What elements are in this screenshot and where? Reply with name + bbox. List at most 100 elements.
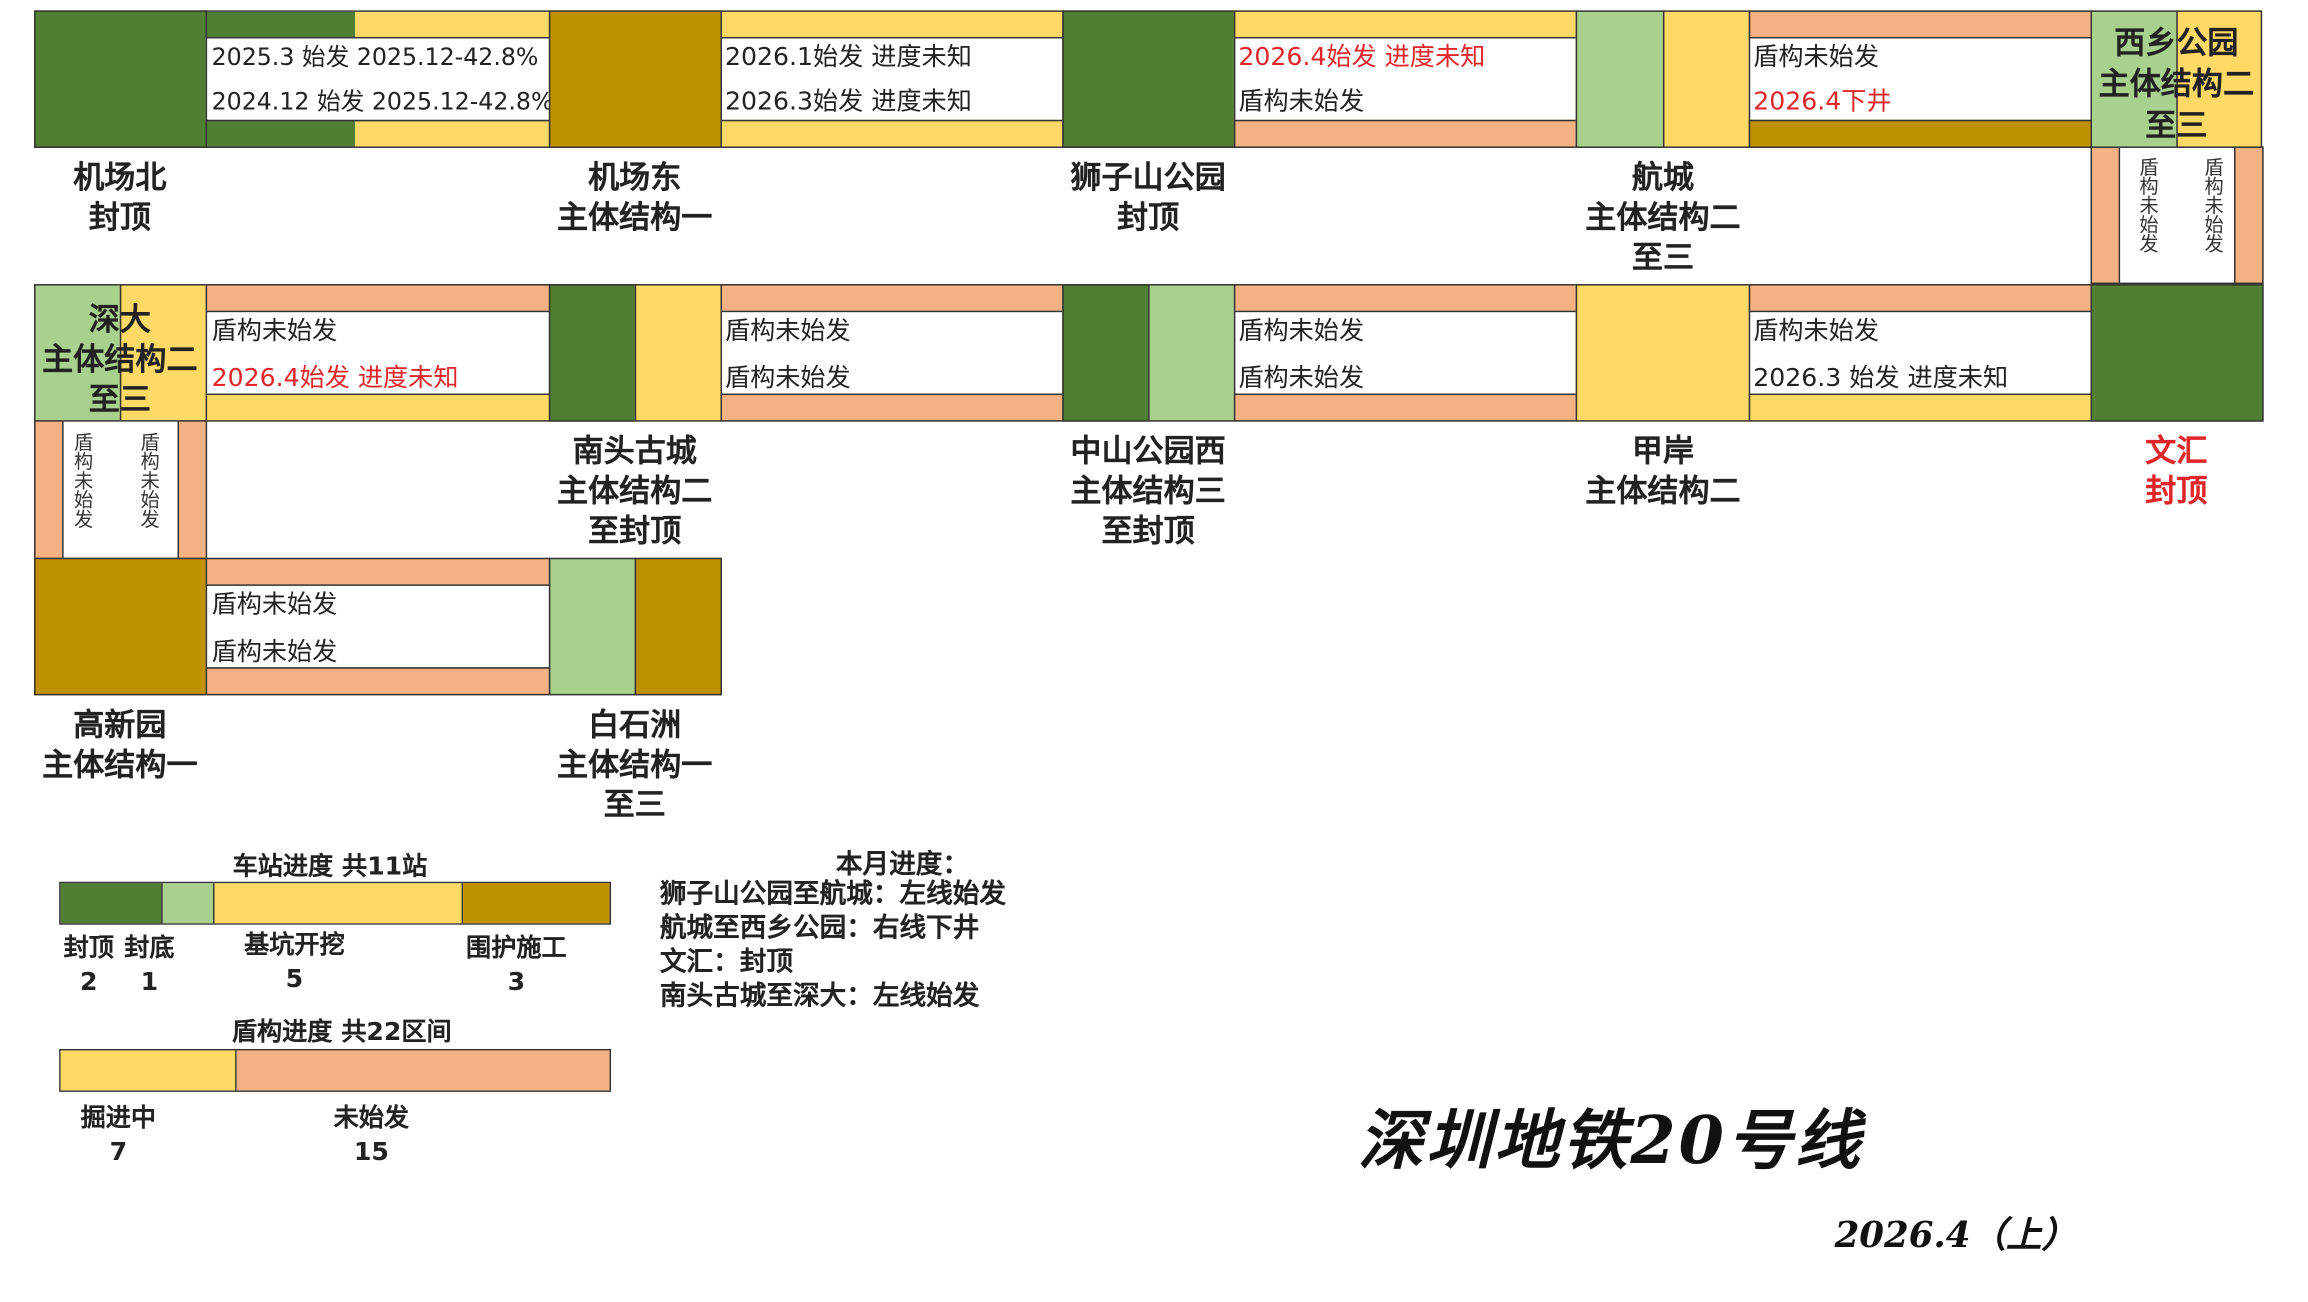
legend-swatch-capped: [60, 883, 163, 924]
section-9-bottom-line: [1748, 393, 2093, 422]
section-3-top-text: 2026.4始发 进度未知: [1238, 42, 1486, 73]
station-block-jichangbei: [34, 10, 208, 148]
station-name-wenhui: 文汇: [2145, 433, 2208, 470]
brand-title: 深圳地铁20号线: [1358, 1103, 1864, 1180]
section-1-top-line: [205, 10, 551, 39]
section-1-top-text: 2025.3 始发 2025.12-42.8%: [211, 42, 539, 72]
monthly-item-4: 南头古城至深大：左线始发: [659, 980, 980, 1012]
section-7-top-text: 盾构未始发: [724, 316, 851, 347]
section-3-bottom-line: [1233, 119, 1578, 148]
section-2-top-text: 2026.1始发 进度未知: [724, 42, 972, 73]
station-status-nantou: 主体结构二: [557, 473, 713, 509]
section-4-top-line: [1748, 10, 2093, 39]
station-status-xixiang: 主体结构二: [2098, 66, 2255, 103]
station-name-jichangbei: 机场北: [73, 159, 167, 196]
section-4-top-text: 盾构未始发: [1753, 42, 1879, 73]
station-status-jiaan: 主体结构二: [1585, 473, 1741, 509]
section-9-top-line: [1748, 284, 2093, 313]
station-name-shenda: 深大: [88, 301, 151, 338]
station-block-shizishan: [1062, 10, 1236, 148]
station-block-wenhui: [2090, 284, 2264, 422]
monthly-item-2: 航城至西乡公园：右线下井: [659, 912, 980, 944]
section-3-top-line: [1233, 10, 1578, 39]
section-10-left-text: 盾构未始发: [69, 432, 92, 529]
station-block-nantou-left: [548, 284, 637, 422]
station-status-shizishan: 封顶: [1117, 199, 1180, 236]
section-2-bottom-text: 2026.3始发 进度未知: [724, 87, 972, 117]
section-5-left-line: [2090, 146, 2121, 285]
section-5-right-line: [2234, 146, 2264, 285]
station-block-jiaan: [1575, 284, 1751, 422]
section-11-top-line: [205, 557, 551, 586]
station-status-jichangdong: 主体结构一: [557, 199, 713, 236]
section-5-left-text: 盾构未始发: [2134, 156, 2158, 253]
station-block-gaoxinyuan: [34, 557, 208, 696]
section-8-top-line: [1233, 284, 1578, 313]
station-status2-nantou: 至封顶: [588, 513, 682, 549]
station-name-hangcheng: 航城: [1631, 159, 1695, 196]
station-block-zhongshan-left: [1062, 284, 1150, 422]
legend-swatch-enclosure: [463, 883, 610, 924]
report-date: 2026.4（上）: [1834, 1213, 2078, 1257]
section-8-bottom-line: [1233, 393, 1578, 422]
station-name-zhongshan: 中山公园西: [1070, 433, 1226, 470]
section-4-box: [1748, 36, 2093, 122]
section-6-top-line: [205, 284, 551, 313]
station-block-jichangdong: [548, 10, 722, 148]
legend-count-excavation: 5: [285, 964, 304, 995]
station-block-hangcheng-right: [1662, 10, 1751, 148]
section-9-top-text: 盾构未始发: [1753, 316, 1879, 347]
section-6-bottom-text: 2026.4始发 进度未知: [211, 363, 459, 394]
section-3-bottom-text: 盾构未始发: [1238, 87, 1365, 117]
section-9-bottom-text: 2026.3 始发 进度未知: [1753, 363, 2009, 394]
monthly-item-3: 文汇：封顶: [659, 946, 794, 978]
section-10-left-line: [34, 420, 64, 560]
legend-count-capped: 2: [80, 967, 98, 998]
section-4-bottom-line: [1748, 119, 2093, 148]
station-status-jichangbei: 封顶: [88, 199, 151, 236]
station-block-shenda-left: [34, 284, 122, 422]
station-block-nantou-right: [634, 284, 722, 422]
station-legend-title: 车站进度 共11站: [232, 852, 428, 882]
legend-label-tunneling: 掘进中: [80, 1103, 157, 1134]
section-8-bottom-text: 盾构未始发: [1238, 363, 1365, 394]
station-block-xixiang-right: [2176, 10, 2263, 148]
legend-label-enclosure: 围护施工: [466, 933, 567, 964]
station-name-gaoxinyuan: 高新园: [73, 707, 167, 743]
section-1-bottom-line: [205, 119, 551, 148]
legend-swatch-tunneling: [60, 1050, 237, 1091]
station-status-shenda: 主体结构二: [42, 341, 198, 378]
section-5-right-text: 盾构未始发: [2200, 156, 2223, 253]
section-8-box: [1233, 310, 1578, 396]
section-11-bottom-line: [205, 667, 551, 696]
section-2-top-line: [720, 10, 1064, 39]
legend-label-excavation: 基坑开挖: [244, 930, 345, 961]
section-2-box: [720, 36, 1064, 122]
section-6-bottom-line: [205, 393, 551, 422]
monthly-progress-title: 本月进度：: [835, 849, 970, 881]
section-10-right-text: 盾构未始发: [136, 432, 159, 529]
section-11-bottom-text: 盾构未始发: [211, 637, 338, 668]
legend-label-base-sealed: 封底: [124, 933, 175, 964]
section-1-box: [205, 36, 551, 122]
section-6-box: [205, 310, 551, 396]
station-block-xixiang-left: [2090, 10, 2178, 148]
section-11-box: [205, 584, 551, 669]
station-name-jichangdong: 机场东: [588, 159, 682, 196]
legend-label-capped: 封顶: [63, 933, 114, 964]
legend-count-not-started: 15: [353, 1137, 389, 1168]
legend-label-not-started: 未始发: [333, 1103, 410, 1134]
station-block-baishizhou-right: [634, 557, 722, 696]
section-9-box: [1748, 310, 2093, 396]
station-block-baishizhou-left: [548, 557, 637, 696]
station-status2-hangcheng: 至三: [1631, 239, 1695, 276]
legend-count-enclosure: 3: [507, 967, 526, 998]
station-name-nantou: 南头古城: [572, 433, 697, 470]
section-2-bottom-line: [720, 119, 1064, 148]
section-7-bottom-line: [720, 393, 1064, 422]
station-name-baishizhou: 白石洲: [588, 707, 682, 743]
section-8-top-text: 盾构未始发: [1238, 316, 1365, 347]
section-6-top-text: 盾构未始发: [211, 316, 338, 347]
station-status-wenhui: 封顶: [2145, 473, 2208, 509]
